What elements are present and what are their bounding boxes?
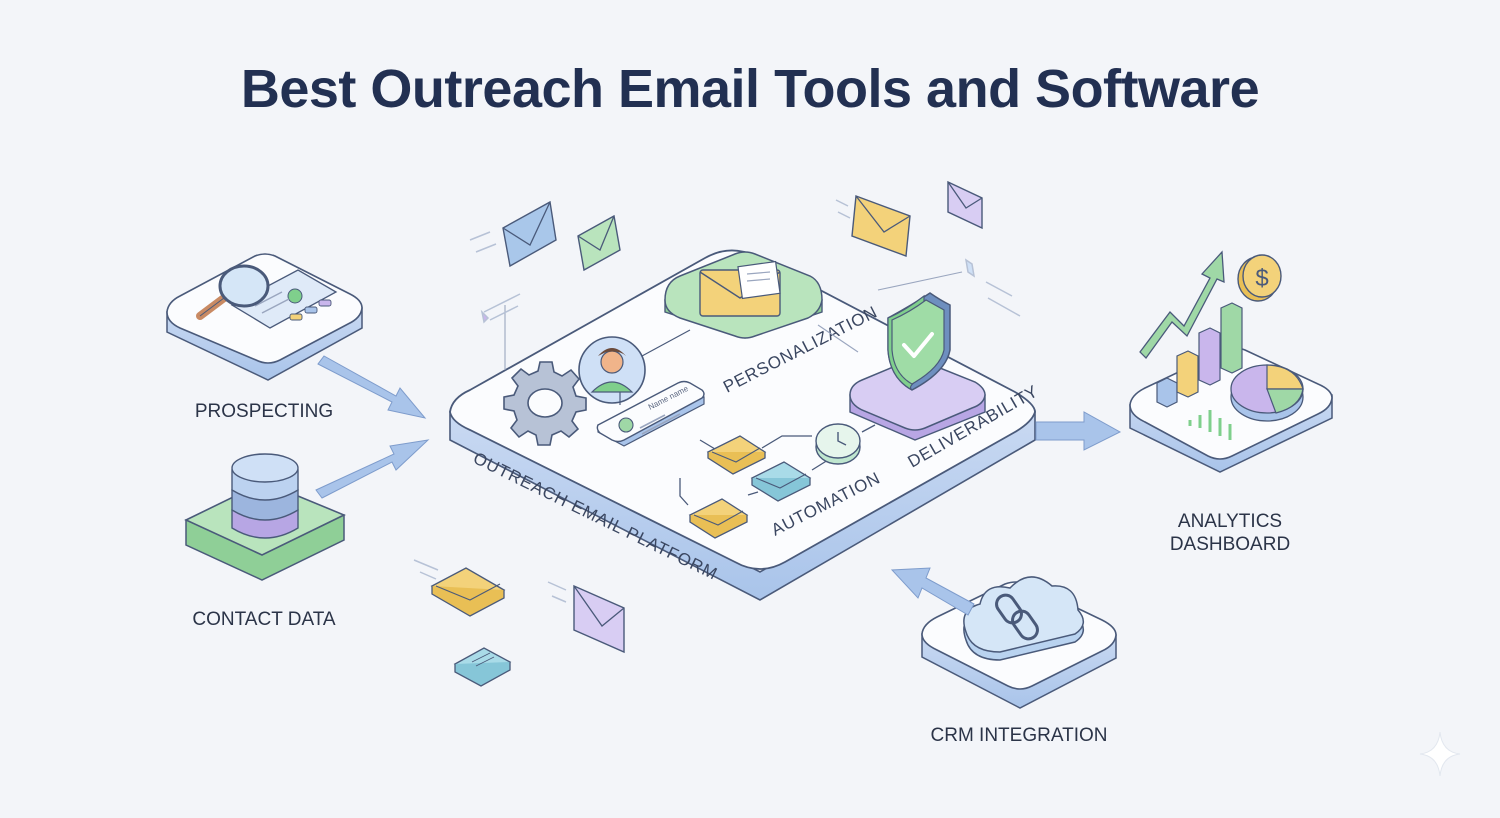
floating-envelope-icon	[577, 214, 621, 272]
mini-bars	[1188, 410, 1232, 440]
floating-envelope-icon	[413, 559, 506, 617]
magnifier-icon	[196, 264, 270, 320]
bar-chart-icon	[1156, 302, 1243, 408]
name-card	[596, 380, 705, 447]
envelope-icon	[750, 461, 812, 502]
decorative-marks	[480, 258, 1021, 324]
connector-lines	[504, 271, 963, 370]
floating-envelope-icon	[469, 200, 557, 268]
floating-envelope-icon	[947, 180, 983, 230]
envelope-icon	[706, 435, 767, 475]
cloud-link-icon	[963, 576, 1084, 661]
dollar-coin-icon: $	[1237, 254, 1282, 302]
sparkle-icon	[1419, 731, 1461, 777]
contact-data-label: CONTACT DATA	[192, 609, 336, 630]
pie-chart-icon	[1230, 364, 1304, 422]
floating-envelope-icon	[835, 195, 911, 257]
envelope-icon	[688, 498, 749, 539]
page-title: Best Outreach Email Tools and Software	[240, 59, 1260, 119]
envelope-icon	[699, 260, 781, 317]
clock-icon	[815, 423, 861, 465]
floating-envelope-icon	[547, 581, 625, 654]
prospecting-label: PROSPECTING	[195, 401, 333, 422]
database-icon	[231, 453, 299, 539]
arrow-contact-data	[315, 439, 430, 499]
gear-icon	[503, 361, 587, 446]
prospecting-tile	[166, 253, 363, 381]
arrow-prospecting	[317, 355, 427, 419]
analytics-label-line2: DASHBOARD	[1170, 534, 1290, 555]
floating-note-icon	[453, 647, 512, 687]
trend-arrow-icon	[1139, 250, 1225, 359]
arrow-crm	[890, 567, 975, 616]
dollar-symbol: $	[1255, 265, 1268, 292]
personalization-card	[664, 251, 823, 339]
arrow-analytics	[1035, 411, 1122, 451]
deliverability-block	[849, 359, 986, 441]
shield-icon	[887, 292, 951, 391]
analytics-label-line1: ANALYTICS	[1178, 511, 1282, 532]
avatar	[578, 336, 646, 404]
crm-label: CRM INTEGRATION	[931, 725, 1108, 746]
